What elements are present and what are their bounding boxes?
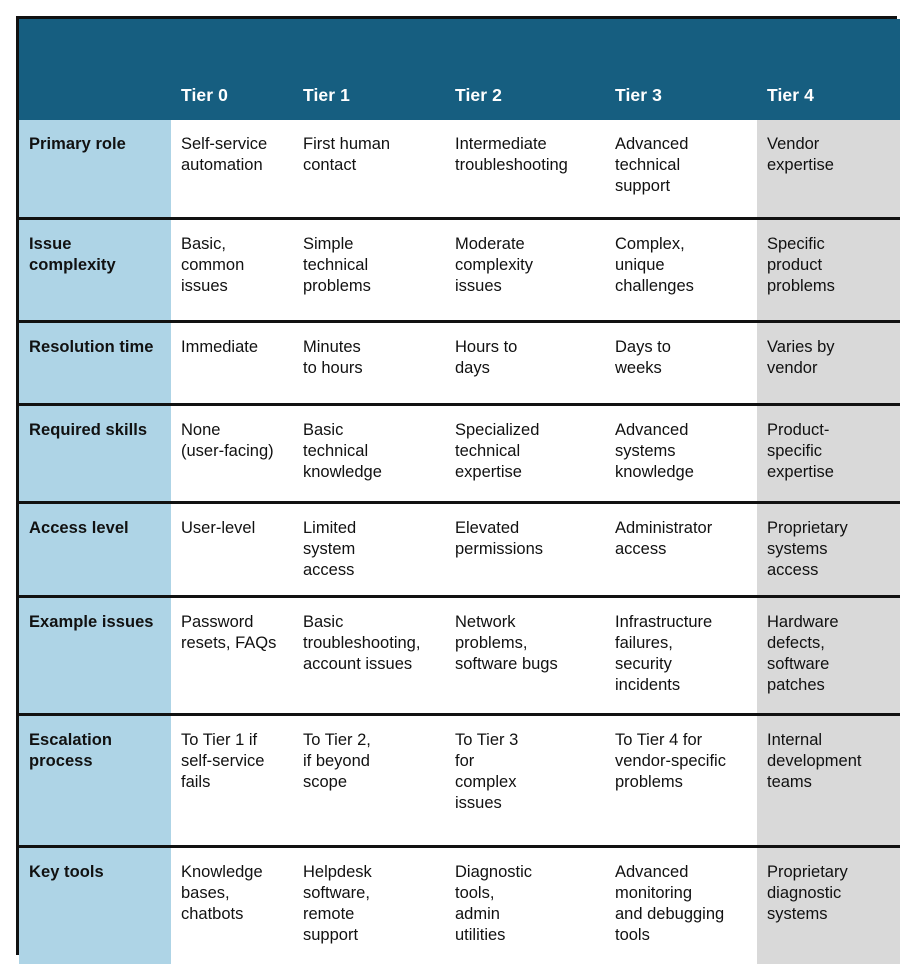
table-cell: Advanced technical support bbox=[605, 120, 757, 218]
table-cell: Moderate complexity issues bbox=[445, 218, 605, 321]
table-cell: Advanced systems knowledge bbox=[605, 404, 757, 502]
column-header-tier-0: Tier 0 bbox=[171, 19, 293, 120]
table-cell: Specific product problems bbox=[757, 218, 900, 321]
row-label: Required skills bbox=[19, 404, 171, 502]
table-cell: To Tier 3 for complex issues bbox=[445, 714, 605, 847]
row-label: Access level bbox=[19, 502, 171, 597]
table-cell: Infrastructure failures, security incide… bbox=[605, 596, 757, 715]
row-label: Escalation process bbox=[19, 714, 171, 847]
table-cell: Knowledge bases, chatbots bbox=[171, 846, 293, 965]
table-cell: Limited system access bbox=[293, 502, 445, 597]
support-tier-comparison-table: Tier 0 Tier 1 Tier 2 Tier 3 Tier 4 Prima… bbox=[19, 19, 900, 965]
table-row: Required skills None (user-facing) Basic… bbox=[19, 404, 900, 502]
table-row: Access level User-level Limited system a… bbox=[19, 502, 900, 597]
table-row: Primary role Self-service automation Fir… bbox=[19, 120, 900, 218]
row-label: Issue complexity bbox=[19, 218, 171, 321]
table-cell: Complex, unique challenges bbox=[605, 218, 757, 321]
table-cell: Proprietary systems access bbox=[757, 502, 900, 597]
column-header-tier-3: Tier 3 bbox=[605, 19, 757, 120]
table-cell: To Tier 1 if self-service fails bbox=[171, 714, 293, 847]
table-header: Tier 0 Tier 1 Tier 2 Tier 3 Tier 4 bbox=[19, 19, 900, 120]
table-row: Example issues Password resets, FAQs Bas… bbox=[19, 596, 900, 715]
table-cell: Vendor expertise bbox=[757, 120, 900, 218]
table-cell: Basic technical knowledge bbox=[293, 404, 445, 502]
table-cell: Self-service automation bbox=[171, 120, 293, 218]
table-cell: Helpdesk software, remote support bbox=[293, 846, 445, 965]
comparison-table-container: Tier 0 Tier 1 Tier 2 Tier 3 Tier 4 Prima… bbox=[16, 16, 900, 965]
table-row: Resolution time Immediate Minutes to hou… bbox=[19, 321, 900, 404]
column-header-tier-4: Tier 4 bbox=[757, 19, 900, 120]
table-cell: Simple technical problems bbox=[293, 218, 445, 321]
table-cell: Intermediate troubleshooting bbox=[445, 120, 605, 218]
column-header-tier-2: Tier 2 bbox=[445, 19, 605, 120]
table-cell: Minutes to hours bbox=[293, 321, 445, 404]
row-label: Primary role bbox=[19, 120, 171, 218]
table-cell: User-level bbox=[171, 502, 293, 597]
table-cell: Basic, common issues bbox=[171, 218, 293, 321]
table-row: Key tools Knowledge bases, chatbots Help… bbox=[19, 846, 900, 965]
table-cell: Hours to days bbox=[445, 321, 605, 404]
table-cell: Proprietary diagnostic systems bbox=[757, 846, 900, 965]
table-cell: Diagnostic tools, admin utilities bbox=[445, 846, 605, 965]
table-cell: Product- specific expertise bbox=[757, 404, 900, 502]
table-cell: To Tier 4 for vendor-specific problems bbox=[605, 714, 757, 847]
table-cell: To Tier 2, if beyond scope bbox=[293, 714, 445, 847]
table-cell: Internal development teams bbox=[757, 714, 900, 847]
table-row: Issue complexity Basic, common issues Si… bbox=[19, 218, 900, 321]
table-cell: None (user-facing) bbox=[171, 404, 293, 502]
table-cell: Advanced monitoring and debugging tools bbox=[605, 846, 757, 965]
table-row: Escalation process To Tier 1 if self-ser… bbox=[19, 714, 900, 847]
row-label: Resolution time bbox=[19, 321, 171, 404]
header-row: Tier 0 Tier 1 Tier 2 Tier 3 Tier 4 bbox=[19, 19, 900, 120]
table-cell: Password resets, FAQs bbox=[171, 596, 293, 715]
table-cell: Hardware defects, software patches bbox=[757, 596, 900, 715]
table-cell: Days to weeks bbox=[605, 321, 757, 404]
table-cell: Immediate bbox=[171, 321, 293, 404]
header-corner-cell bbox=[19, 19, 171, 120]
table-cell: First human contact bbox=[293, 120, 445, 218]
table-cell: Administrator access bbox=[605, 502, 757, 597]
row-label: Key tools bbox=[19, 846, 171, 965]
table-cell: Elevated permissions bbox=[445, 502, 605, 597]
table-cell: Basic troubleshooting, account issues bbox=[293, 596, 445, 715]
table-cell: Specialized technical expertise bbox=[445, 404, 605, 502]
table-cell: Varies by vendor bbox=[757, 321, 900, 404]
table-body: Primary role Self-service automation Fir… bbox=[19, 120, 900, 965]
table-cell: Network problems, software bugs bbox=[445, 596, 605, 715]
column-header-tier-1: Tier 1 bbox=[293, 19, 445, 120]
row-label: Example issues bbox=[19, 596, 171, 715]
